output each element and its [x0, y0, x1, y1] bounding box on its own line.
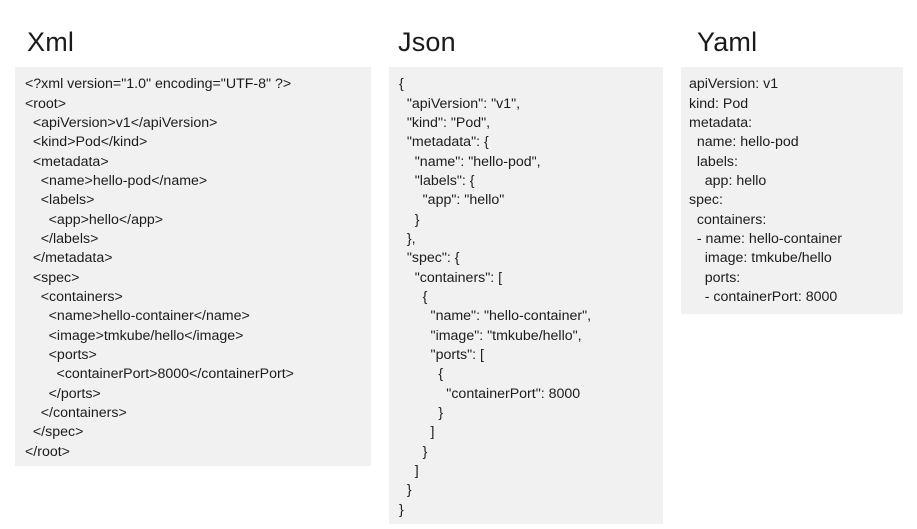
- code-line: <containers>: [25, 288, 123, 305]
- code-line: }: [399, 443, 428, 460]
- panel-title-xml: Xml: [27, 27, 75, 58]
- code-block-yaml[interactable]: apiVersion: v1 kind: Pod metadata: name: h…: [681, 67, 903, 315]
- code-line: </labels>: [25, 230, 99, 247]
- code-line: </root>: [25, 443, 70, 460]
- code-line: <image>tmkube/hello</image>: [25, 327, 244, 344]
- code-line: {: [399, 366, 444, 383]
- code-line: {: [399, 288, 428, 305]
- code-line: ports:: [689, 269, 741, 286]
- code-line: - name: hello-container: [689, 230, 842, 247]
- code-line: "image": "tmkube/hello",: [399, 327, 582, 344]
- code-line: <spec>: [25, 269, 80, 286]
- code-line: "containers": [: [399, 269, 503, 286]
- code-line: "name": "hello-pod",: [399, 153, 541, 170]
- code-line: "metadata": {: [399, 134, 489, 151]
- code-line: <app>hello</app>: [25, 211, 164, 228]
- code-line: - containerPort: 8000: [689, 288, 838, 305]
- code-line: kind: Pod: [689, 95, 749, 112]
- code-line: apiVersion: v1: [689, 76, 779, 93]
- panel-title-json: Json: [398, 27, 456, 58]
- code-line: </ports>: [25, 385, 101, 402]
- code-line: },: [399, 230, 416, 247]
- code-line: name: hello-pod: [689, 134, 799, 151]
- code-line: "name": "hello-container",: [399, 308, 592, 325]
- code-line: <name>hello-pod</name>: [25, 172, 208, 189]
- code-line: <ports>: [25, 347, 97, 363]
- code-line: labels:: [689, 153, 738, 170]
- code-line: ]: [399, 463, 419, 480]
- code-line: </metadata>: [25, 250, 113, 267]
- code-line: <metadata>: [25, 153, 109, 170]
- code-line: app: hello: [689, 172, 767, 189]
- code-line: <?xml version="1.0" encoding="UTF-8" ?>: [25, 76, 292, 93]
- code-line: }: [399, 501, 404, 518]
- code-line: "containerPort": 8000: [399, 385, 581, 402]
- code-line: "apiVersion": "v1",: [399, 95, 521, 112]
- code-line: ]: [399, 424, 435, 441]
- code-line: <root>: [25, 95, 67, 112]
- code-line: image: tmkube/hello: [689, 250, 832, 267]
- code-line: <labels>: [25, 192, 95, 209]
- code-line: <kind>Pod</kind>: [25, 134, 148, 151]
- code-block-xml[interactable]: <?xml version="1.0" encoding="UTF-8" ?> <…: [15, 67, 371, 467]
- code-block-json[interactable]: { "apiVersion": "v1", "kind": "Pod", "me…: [389, 67, 663, 525]
- code-line: </spec>: [25, 424, 84, 441]
- code-line: <apiVersion>v1</apiVersion>: [25, 114, 218, 131]
- panel-title-yaml: Yaml: [697, 27, 758, 58]
- code-line: </containers>: [25, 405, 127, 422]
- code-line: }: [399, 482, 412, 499]
- code-line: "kind": "Pod",: [399, 114, 491, 131]
- code-line: "spec": {: [399, 250, 460, 267]
- code-line: {: [399, 76, 404, 93]
- code-line: containers:: [689, 211, 767, 228]
- code-line: }: [399, 211, 420, 228]
- code-line: "ports": [: [399, 347, 484, 363]
- code-line: metadata:: [689, 114, 753, 131]
- code-line: "labels": {: [399, 172, 475, 189]
- code-line: }: [399, 405, 444, 422]
- code-line: <name>hello-container</name>: [25, 308, 250, 325]
- code-line: spec:: [689, 192, 723, 209]
- code-line: "app": "hello": [399, 192, 505, 209]
- code-line: <containerPort>8000</containerPort>: [25, 366, 294, 383]
